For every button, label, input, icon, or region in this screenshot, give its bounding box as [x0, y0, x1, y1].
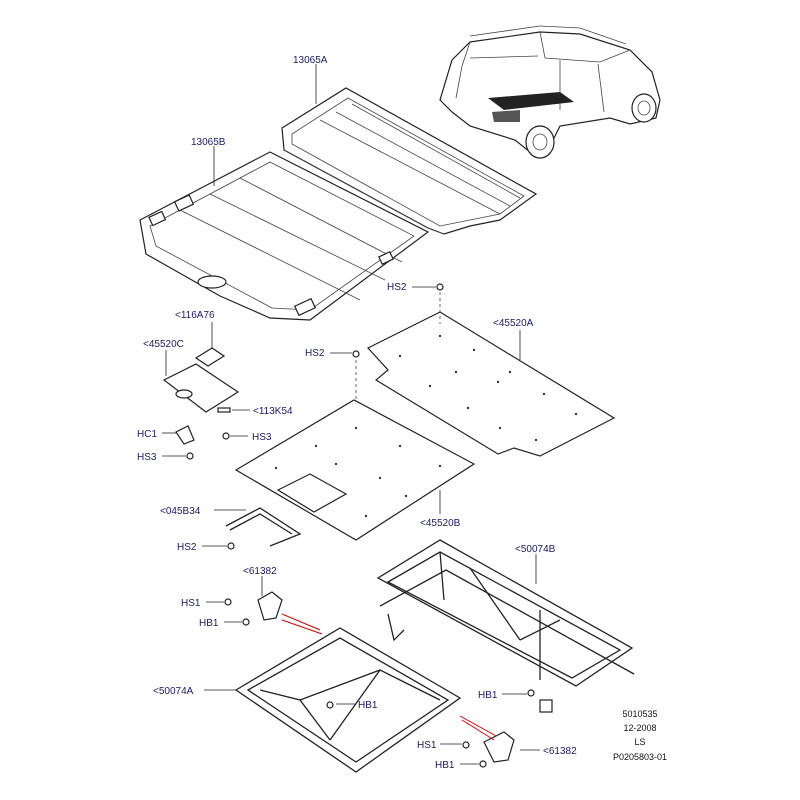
lid-45520C	[162, 363, 240, 413]
floor-board-45520B	[234, 399, 476, 541]
label-45520A: <45520A	[493, 318, 534, 329]
reference-block: 5010535 12-2008 LS P0205803-01	[613, 709, 667, 762]
floor-panel-13065A	[281, 87, 538, 235]
floor-panel-13065B	[139, 151, 430, 321]
pointer-line-top-a	[281, 613, 321, 631]
label-hs3-right: HS3	[252, 432, 272, 443]
label-13065B: 13065B	[191, 137, 226, 148]
label-50074A: <50074A	[153, 686, 194, 697]
label-hb1-center: HB1	[358, 700, 378, 711]
label-45520C: <45520C	[143, 339, 184, 350]
label-hs3-left: HS3	[137, 452, 157, 463]
label-45520B: <45520B	[420, 518, 461, 529]
fasteners	[175, 283, 535, 768]
reference-plate: P0205803-01	[613, 752, 667, 762]
vehicle-inset-illustration	[439, 25, 661, 159]
label-13065A: 13065A	[293, 55, 328, 66]
label-hb1-bottom: HB1	[435, 760, 455, 771]
label-045B34: <045B34	[160, 506, 201, 517]
pointer-line-top-b	[281, 619, 323, 635]
bracket-61382-top	[257, 591, 283, 621]
label-50074B: <50074B	[515, 544, 556, 555]
bracket-61382-bottom	[483, 731, 515, 763]
label-hs1-bottom: HS1	[417, 740, 437, 751]
label-116A76: <116A76	[175, 310, 215, 321]
label-hs2-top: HS2	[387, 282, 407, 293]
frame-50074B	[376, 539, 635, 713]
label-hc1: HC1	[137, 429, 157, 440]
label-61382-top: <61382	[243, 566, 277, 577]
label-113K54: <113K54	[253, 406, 293, 417]
label-hb1-top: HB1	[199, 618, 219, 629]
pointer-line-bottom-b	[461, 719, 495, 741]
reference-number: 5010535	[622, 709, 657, 719]
bracket-045B34	[225, 507, 302, 547]
label-hs2-mid: HS2	[305, 348, 325, 359]
cover-116A76	[194, 347, 226, 367]
frame-50074A	[234, 627, 462, 773]
leader-lines	[162, 64, 540, 765]
floor-board-45520A	[367, 311, 616, 457]
pointer-line-bottom-a	[459, 715, 497, 737]
label-hs1-top: HS1	[181, 598, 201, 609]
reference-code: LS	[634, 737, 645, 747]
label-hs2-low: HS2	[177, 542, 197, 553]
reference-date: 12-2008	[623, 723, 656, 733]
label-hb1-right: HB1	[478, 690, 498, 701]
label-61382-bottom: <61382	[543, 746, 577, 757]
